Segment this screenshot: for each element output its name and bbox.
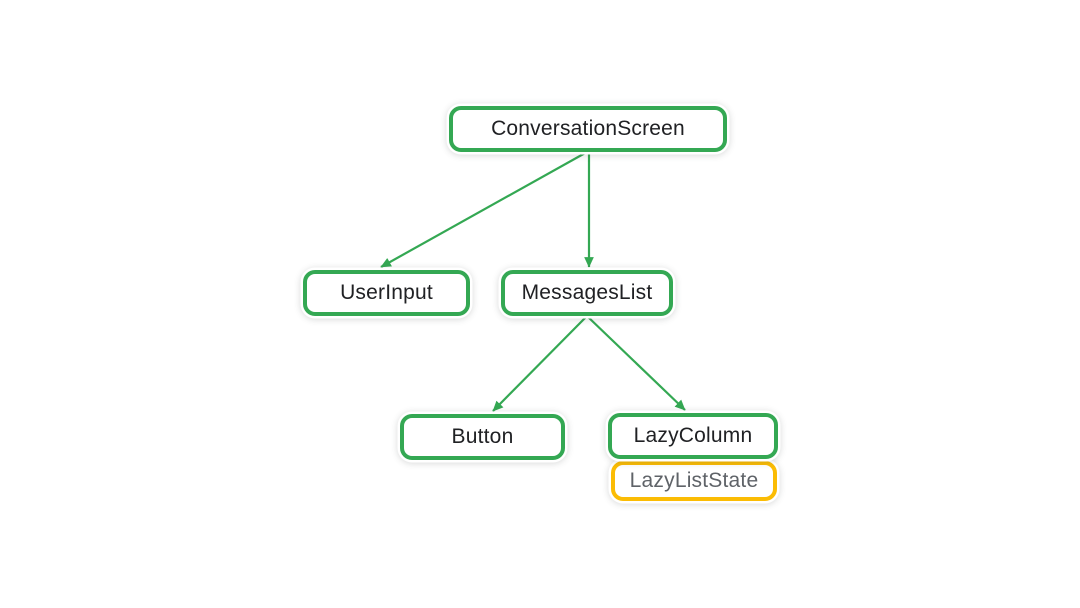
node-label: ConversationScreen bbox=[491, 117, 685, 140]
node-label: MessagesList bbox=[521, 281, 653, 304]
node-messages-list: MessagesList bbox=[501, 270, 673, 316]
edge-conversation-screen-to-user-input bbox=[380, 151, 588, 268]
node-lazy-list-state: LazyListState bbox=[611, 461, 777, 501]
node-user-input: UserInput bbox=[303, 270, 470, 316]
edge-messages-list-to-lazy-column bbox=[586, 315, 686, 411]
node-label: LazyColumn bbox=[633, 424, 753, 447]
edge-messages-list-to-button bbox=[492, 315, 588, 412]
node-button: Button bbox=[400, 414, 565, 460]
node-label: UserInput bbox=[340, 281, 433, 304]
node-lazy-column: LazyColumn bbox=[608, 413, 778, 459]
node-label: LazyListState bbox=[629, 469, 759, 492]
node-conversation-screen: ConversationScreen bbox=[449, 106, 727, 152]
node-label: Button bbox=[451, 425, 514, 448]
